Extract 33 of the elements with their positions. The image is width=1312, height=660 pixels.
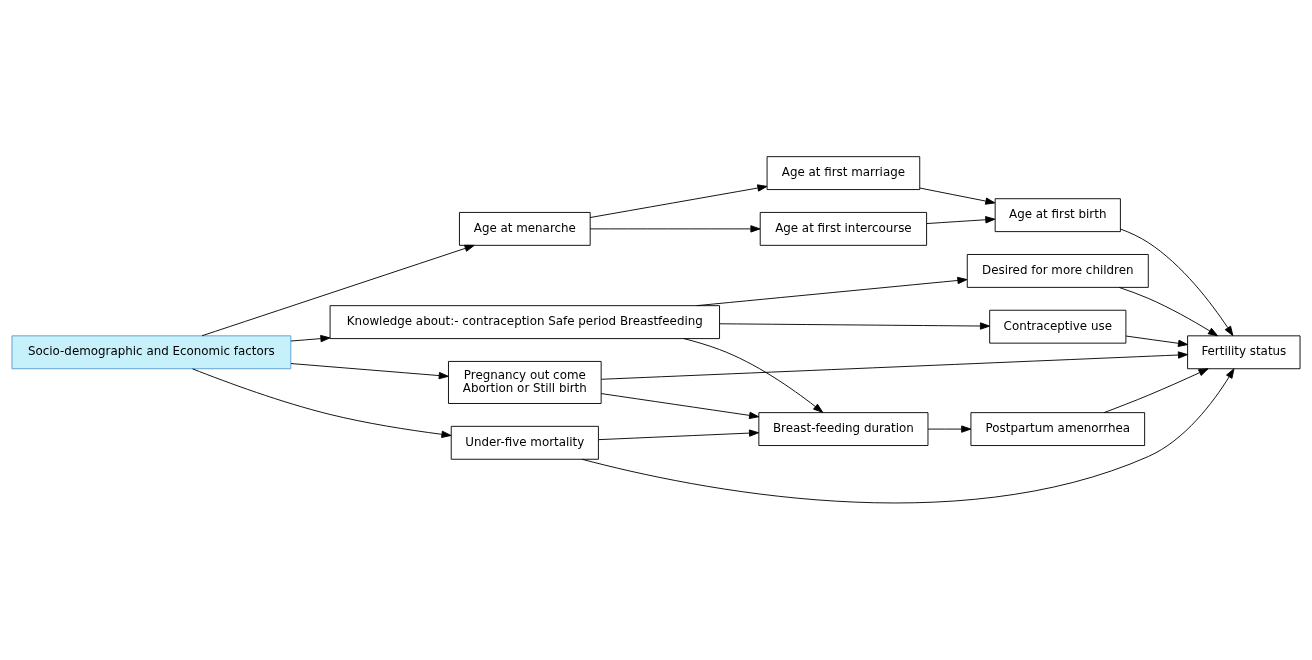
arrow: [1120, 228, 1234, 336]
node-box: Contraceptive use: [989, 309, 1127, 344]
arrow: [581, 368, 1235, 504]
arrow: [919, 187, 996, 205]
node-box: Pregnancy out come Abortion or Still birth: [448, 360, 602, 404]
node-box: Knowledge about:- contraception Safe period Breastfeeding: [329, 305, 720, 340]
node-box: Under-five mortality: [450, 425, 599, 460]
arrow: [290, 363, 449, 380]
arrow: [1103, 368, 1209, 414]
arrow: [719, 322, 991, 330]
arrow: [290, 334, 331, 343]
node-box: Breast-feeding duration: [758, 412, 929, 446]
node-box: Age at first marriage: [766, 156, 921, 191]
node-box: Fertility status: [1187, 335, 1301, 370]
arrow: [598, 429, 760, 441]
node-box: Desired for more children: [966, 254, 1149, 288]
arrow: [601, 351, 1188, 380]
node-box: Age at first birth: [994, 198, 1121, 233]
arrow: [926, 216, 996, 224]
arrow: [192, 368, 452, 438]
arrow: [1125, 335, 1189, 347]
arrow: [201, 244, 475, 337]
arrow: [1118, 286, 1219, 337]
arrow: [589, 184, 768, 218]
node-box: Age at first intercourse: [759, 211, 928, 246]
arrow: [589, 225, 761, 233]
arrow: [600, 393, 760, 420]
node-box: Postpartum amenorrhea: [970, 412, 1146, 446]
arrow: [927, 425, 972, 433]
node-box: Socio-demographic and Economic factors: [11, 335, 292, 370]
node-box: Age at menarche: [459, 211, 591, 246]
arrow: [683, 338, 824, 413]
arrow: [696, 276, 968, 307]
